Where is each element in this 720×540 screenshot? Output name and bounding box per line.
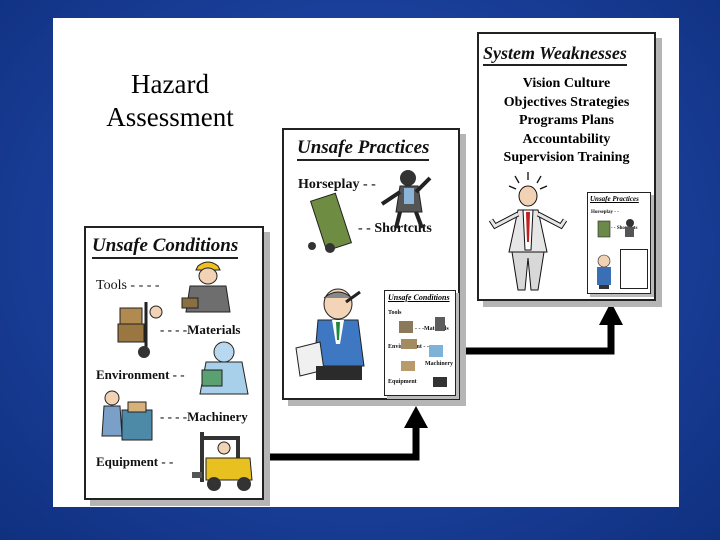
arrow-head-1 [404, 406, 428, 428]
arrow-conditions-to-practices [258, 425, 420, 461]
title-line-2: Assessment [106, 102, 234, 132]
mini-practices-item: - - Shortcuts [611, 226, 638, 231]
horseplay-workers-icon [308, 170, 432, 253]
weakness-line: Supervision Training [503, 150, 630, 165]
mini-worried-icon [597, 254, 611, 289]
manager-shrugging-icon [488, 172, 568, 291]
mini-nested-conditions-panel [620, 249, 648, 289]
mini-practices-heading: Unsafe Practices [590, 195, 639, 203]
mini-practices-item: Horseplay - - [591, 210, 619, 215]
unsafe-conditions-heading: Unsafe Conditions [92, 235, 239, 259]
system-weaknesses-heading: System Weaknesses [483, 43, 627, 66]
unsafe-practices-panel: Unsafe Practices Horseplay - - - - Short… [282, 128, 460, 400]
system-weaknesses-panel: System Weaknesses Vision Culture Objecti… [477, 32, 656, 301]
condition-label: Environment - - [96, 367, 185, 382]
mini-practices-panel: Unsafe Practices Horseplay - - - - Short… [587, 192, 651, 294]
hardhat-worker-icon [181, 261, 231, 313]
hand-truck-icon [117, 302, 163, 358]
mini-conditions-heading: Unsafe Conditions [388, 293, 450, 302]
forklift-icon [192, 432, 253, 491]
title-line-1: Hazard [131, 69, 209, 99]
weakness-line: Programs Plans [518, 113, 614, 128]
weakness-line: Accountability [522, 131, 611, 147]
mini-condition-item: Machinery [425, 361, 453, 367]
condition-label: - - - -Machinery [160, 409, 248, 424]
arrow-head-2 [599, 302, 623, 325]
practice-label: Horseplay - - [298, 177, 376, 192]
system-weaknesses-list: Vision Culture Objectives Strategies Pro… [479, 75, 654, 168]
mini-workers-icon [399, 317, 447, 387]
weakness-line: Vision Culture [522, 76, 611, 91]
mini-conditions-panel: Unsafe Conditions Tools - - -Materials E… [384, 290, 456, 396]
protective-suit-icon [199, 341, 249, 395]
unsafe-conditions-panel: Unsafe Conditions Tools - - - - - - - -M… [84, 226, 264, 500]
slide-title: Hazard Assessment [70, 68, 270, 134]
worried-man-icon [295, 288, 365, 380]
unsafe-practices-heading: Unsafe Practices [297, 137, 430, 161]
condition-label: Tools - - - - [96, 278, 160, 293]
mini-condition-item: Tools [388, 310, 402, 316]
condition-label: - - - -Materials [160, 322, 241, 337]
weakness-line: Objectives Strategies [503, 94, 630, 110]
condition-label: Equipment - - [96, 454, 174, 469]
machinery-worker-icon [101, 390, 153, 441]
mini-condition-item: - - -Materials [415, 326, 449, 332]
mini-condition-item: Equipment [388, 379, 417, 385]
practice-label: - - Shortcuts [358, 221, 432, 236]
arrow-practices-to-weaknesses [412, 322, 615, 355]
mini-horseplay-icon [597, 219, 634, 238]
